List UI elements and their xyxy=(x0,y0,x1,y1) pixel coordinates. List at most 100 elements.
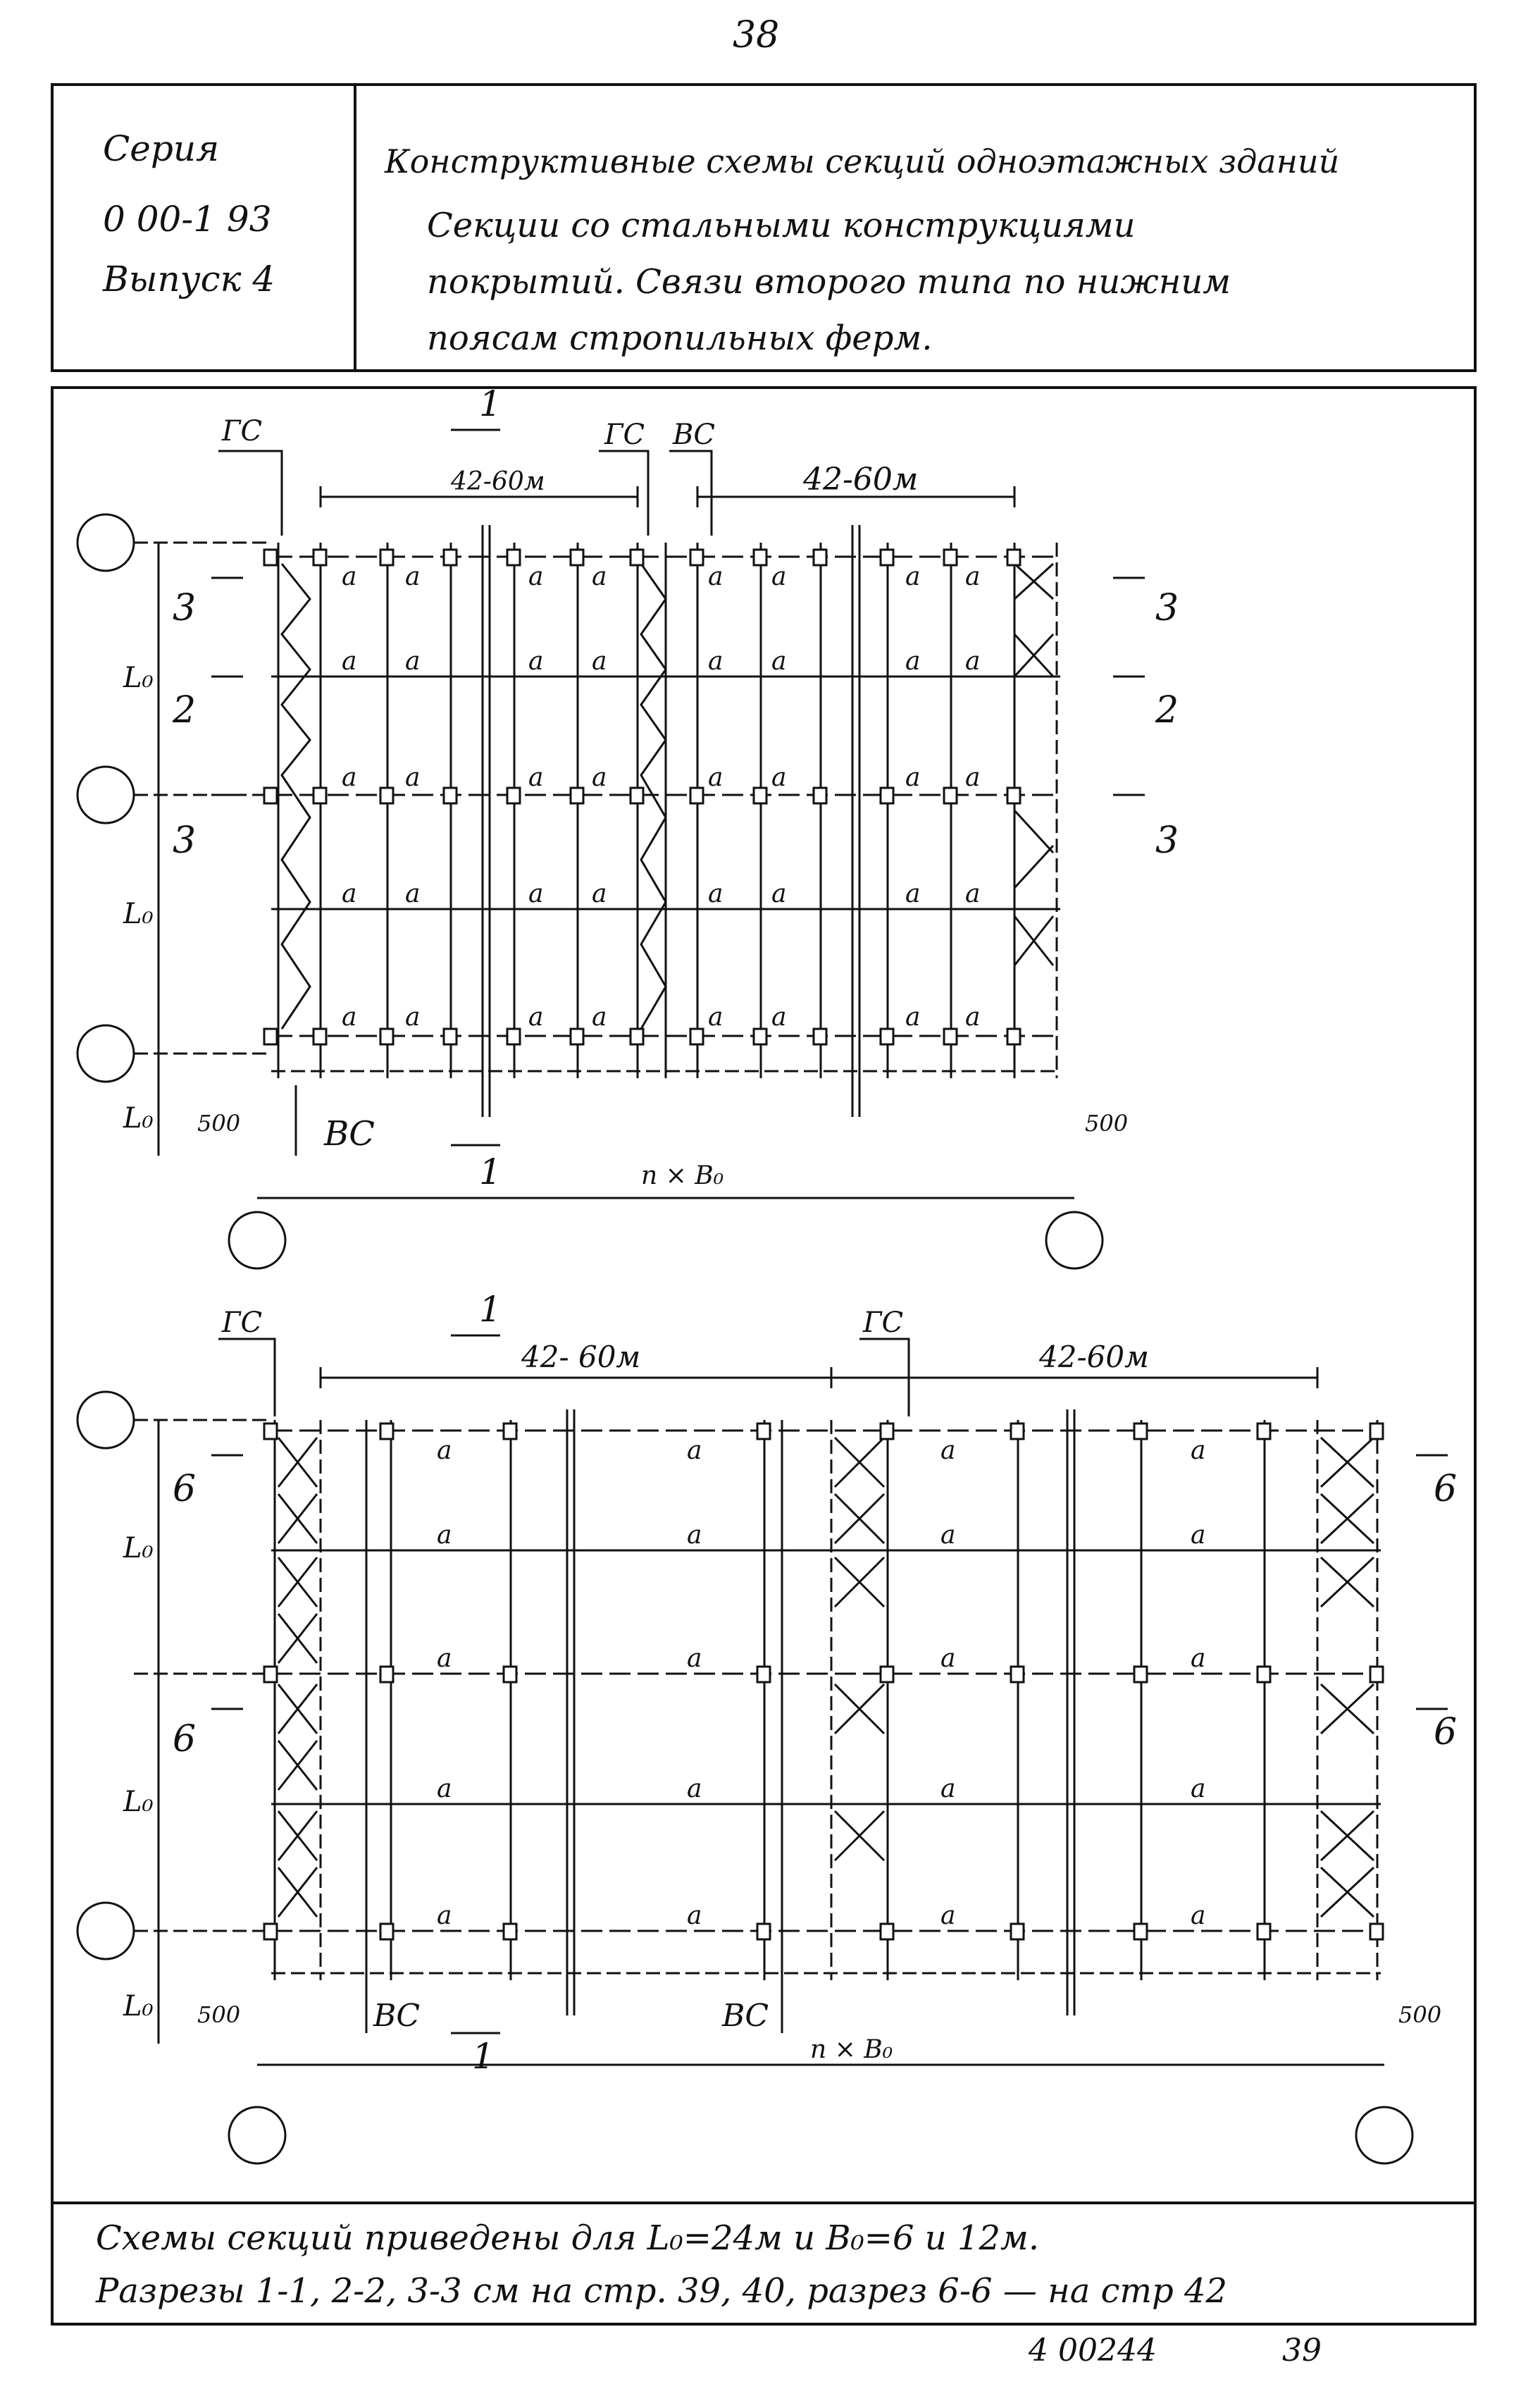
mark-a: а xyxy=(437,1436,452,1465)
series-cell: Серия 0 00-1 93 Выпуск 4 xyxy=(54,86,356,369)
span-right-top: 42-60м xyxy=(802,462,918,498)
mark-a: а xyxy=(592,647,607,676)
mark-a: а xyxy=(592,1003,607,1032)
mark-a: а xyxy=(528,879,543,908)
mark-a: а xyxy=(771,1003,786,1032)
dim-500-right-bottom: 500 xyxy=(1398,2001,1441,2028)
mark-a: а xyxy=(965,1003,980,1032)
axis-circle xyxy=(228,1211,287,1270)
mark-a: а xyxy=(940,1521,955,1550)
mark-a: а xyxy=(687,1901,702,1930)
cut-3-left-2: 3 xyxy=(173,820,196,862)
mark-a: а xyxy=(771,763,786,792)
mark-a: а xyxy=(405,562,420,591)
mark-a: а xyxy=(708,647,723,676)
mark-a: а xyxy=(592,763,607,792)
mark-a: а xyxy=(528,763,543,792)
cut-1-bottom-top: 1 xyxy=(479,1151,502,1192)
mark-a: а xyxy=(437,1521,452,1550)
mark-a: а xyxy=(905,1003,920,1032)
cut-1-top: 1 xyxy=(479,383,502,424)
mark-a: а xyxy=(687,1644,702,1673)
mark-a: а xyxy=(342,1003,356,1032)
cut-2-left: 2 xyxy=(172,689,196,731)
page-number: 38 xyxy=(733,14,780,56)
mark-a: а xyxy=(342,763,356,792)
dim-500-right-top: 500 xyxy=(1085,1110,1128,1137)
mark-a: а xyxy=(771,647,786,676)
axis-circle xyxy=(1355,2106,1414,2165)
cut-6-left-1: 6 xyxy=(173,1468,196,1510)
dim-500-left-bottom: 500 xyxy=(197,2001,240,2028)
series-number: 0 00-1 93 xyxy=(103,199,272,240)
mark-a: а xyxy=(940,1644,955,1673)
dim-L0-3-bottom: L₀ xyxy=(123,1990,154,2023)
mark-a: а xyxy=(905,647,920,676)
axis-circle xyxy=(76,513,135,572)
cut-3-left-1: 3 xyxy=(173,587,196,629)
dim-L0-2-bottom: L₀ xyxy=(123,1786,154,1818)
mark-a: а xyxy=(708,1003,723,1032)
label-vs-mid-bottom: ВС xyxy=(721,1998,769,2034)
mark-a: а xyxy=(1191,1521,1205,1550)
top-scheme xyxy=(76,428,1145,1270)
cut-6-right-2: 6 xyxy=(1434,1711,1457,1753)
mark-a: а xyxy=(592,879,607,908)
title-line-3: покрытий. Связи второго типа по нижним xyxy=(427,262,1231,302)
series-label: Серия xyxy=(103,128,220,169)
mark-a: а xyxy=(528,1003,543,1032)
label-gs-left-bottom: ГС xyxy=(221,1307,262,1339)
mark-a: а xyxy=(592,562,607,591)
span-left-top: 42-60м xyxy=(450,467,545,496)
footer-page: 39 xyxy=(1282,2333,1322,2369)
footer-code: 4 00244 xyxy=(1029,2333,1157,2369)
label-gs-mid-top: ГС xyxy=(604,419,645,451)
mark-a: а xyxy=(940,1901,955,1930)
mark-a: а xyxy=(437,1774,452,1803)
mark-a: а xyxy=(905,879,920,908)
title-line-2: Секции со стальными конструкциями xyxy=(427,206,1136,245)
axis-circle xyxy=(76,1390,135,1450)
cut-3-right-1: 3 xyxy=(1155,587,1179,629)
mark-a: а xyxy=(687,1521,702,1550)
mark-a: а xyxy=(528,647,543,676)
notes-block: Схемы секций приведены для L₀=24м и B₀=6… xyxy=(51,2204,1477,2326)
mark-a: а xyxy=(965,763,980,792)
dim-total-top: n × B₀ xyxy=(641,1161,724,1190)
mark-a: а xyxy=(342,647,356,676)
note-line-2: Разрезы 1-1, 2-2, 3-3 см на стр. 39, 40,… xyxy=(96,2271,1228,2311)
mark-a: а xyxy=(1191,1774,1205,1803)
mark-a: а xyxy=(1191,1436,1205,1465)
mark-a: а xyxy=(405,763,420,792)
cut-6-right-1: 6 xyxy=(1434,1468,1457,1510)
mark-a: а xyxy=(1191,1644,1205,1673)
cut-1-bottom-bottom: 1 xyxy=(472,2036,495,2077)
dim-L0-3-top: L₀ xyxy=(123,1102,154,1135)
title-line-4: поясам стропильных ферм. xyxy=(427,319,933,358)
mark-a: а xyxy=(1191,1901,1205,1930)
mark-a: а xyxy=(965,562,980,591)
label-gs-left-top: ГС xyxy=(221,415,262,447)
bottom-scheme xyxy=(76,1334,1448,2165)
label-vs-bottom-top: ВС xyxy=(323,1114,375,1154)
mark-a: а xyxy=(708,763,723,792)
mark-a: а xyxy=(771,879,786,908)
mark-a: а xyxy=(342,562,356,591)
mark-a: а xyxy=(342,879,356,908)
drawing-frame xyxy=(51,386,1477,2204)
cut-6-left-2: 6 xyxy=(173,1718,196,1760)
mark-a: а xyxy=(905,562,920,591)
label-vs-left-bottom: ВС xyxy=(373,1998,420,2034)
axis-circle xyxy=(1045,1211,1104,1270)
note-line-1: Схемы секций приведены для L₀=24м и B₀=6… xyxy=(96,2218,1040,2258)
mark-a: а xyxy=(687,1436,702,1465)
label-vs-mid-top: ВС xyxy=(672,419,715,451)
label-gs-mid-bottom: ГС xyxy=(862,1307,903,1339)
mark-a: а xyxy=(708,562,723,591)
title-line-1: Конструктивные схемы секций одноэтажных … xyxy=(385,142,1340,180)
dim-L0-1-top: L₀ xyxy=(123,662,154,694)
axis-circle xyxy=(76,765,135,825)
cut-2-right: 2 xyxy=(1155,689,1179,731)
title-block: Серия 0 00-1 93 Выпуск 4 Конструктивные … xyxy=(51,83,1477,372)
span-left-bottom: 42- 60м xyxy=(521,1340,640,1374)
